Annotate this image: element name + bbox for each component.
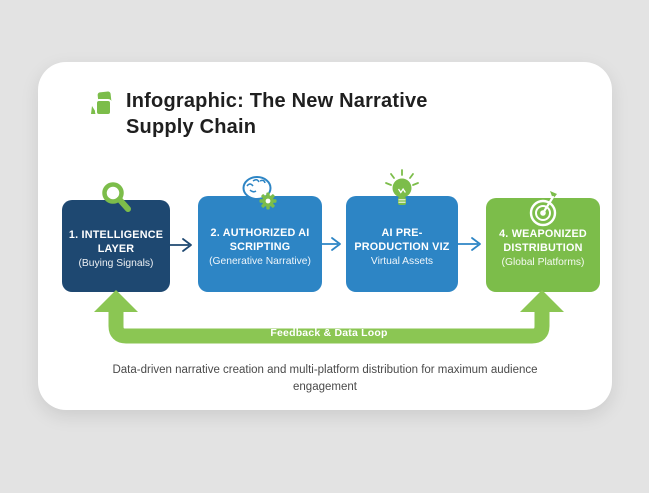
layers-icon <box>88 91 114 122</box>
lightbulb-icon <box>382 169 422 220</box>
stage-box-authorized-ai-scripting: 2. AUTHORIZED AI SCRIPTING (Generative N… <box>198 176 322 292</box>
stage-title: AI PRE-PRODUCTION VIZ <box>354 226 450 253</box>
stage-title: 1. INTELLIGENCE LAYER <box>68 228 164 255</box>
feedback-loop-arrow <box>94 290 564 344</box>
target-icon <box>522 190 564 235</box>
flow-arrow-icon <box>456 235 488 258</box>
stage-subtitle: (Global Platforms) <box>501 256 585 268</box>
feedback-loop-label: Feedback & Data Loop <box>270 327 388 339</box>
infographic-card: Infographic: The New Narrative Supply Ch… <box>38 62 612 410</box>
stage-subtitle: Virtual Assets <box>370 255 434 267</box>
search-icon <box>99 181 133 220</box>
stage-title: 2. AUTHORIZED AI SCRIPTING <box>210 226 310 253</box>
stage-box-weaponized-distribution: 4. WEAPONIZED DISTRIBUTION (Global Platf… <box>486 191 600 292</box>
stage-subtitle: (Buying Signals) <box>78 257 154 269</box>
page-title: Infographic: The New Narrative Supply Ch… <box>126 90 428 138</box>
caption-text: Data-driven narrative creation and multi… <box>112 364 538 394</box>
flow-arrow-icon <box>320 235 348 258</box>
stage-title: 4. WEAPONIZED DISTRIBUTION <box>499 227 587 254</box>
header: Infographic: The New Narrative Supply Ch… <box>88 88 456 140</box>
stage-subtitle: (Generative Narrative) <box>209 255 311 267</box>
stage-box-intelligence-layer: 1. INTELLIGENCE LAYER (Buying Signals) <box>62 182 170 292</box>
brain-gear-icon <box>237 173 283 220</box>
flow-arrow-icon <box>167 236 199 259</box>
stage-box-ai-preproduction-viz: AI PRE-PRODUCTION VIZ Virtual Assets <box>346 169 458 292</box>
